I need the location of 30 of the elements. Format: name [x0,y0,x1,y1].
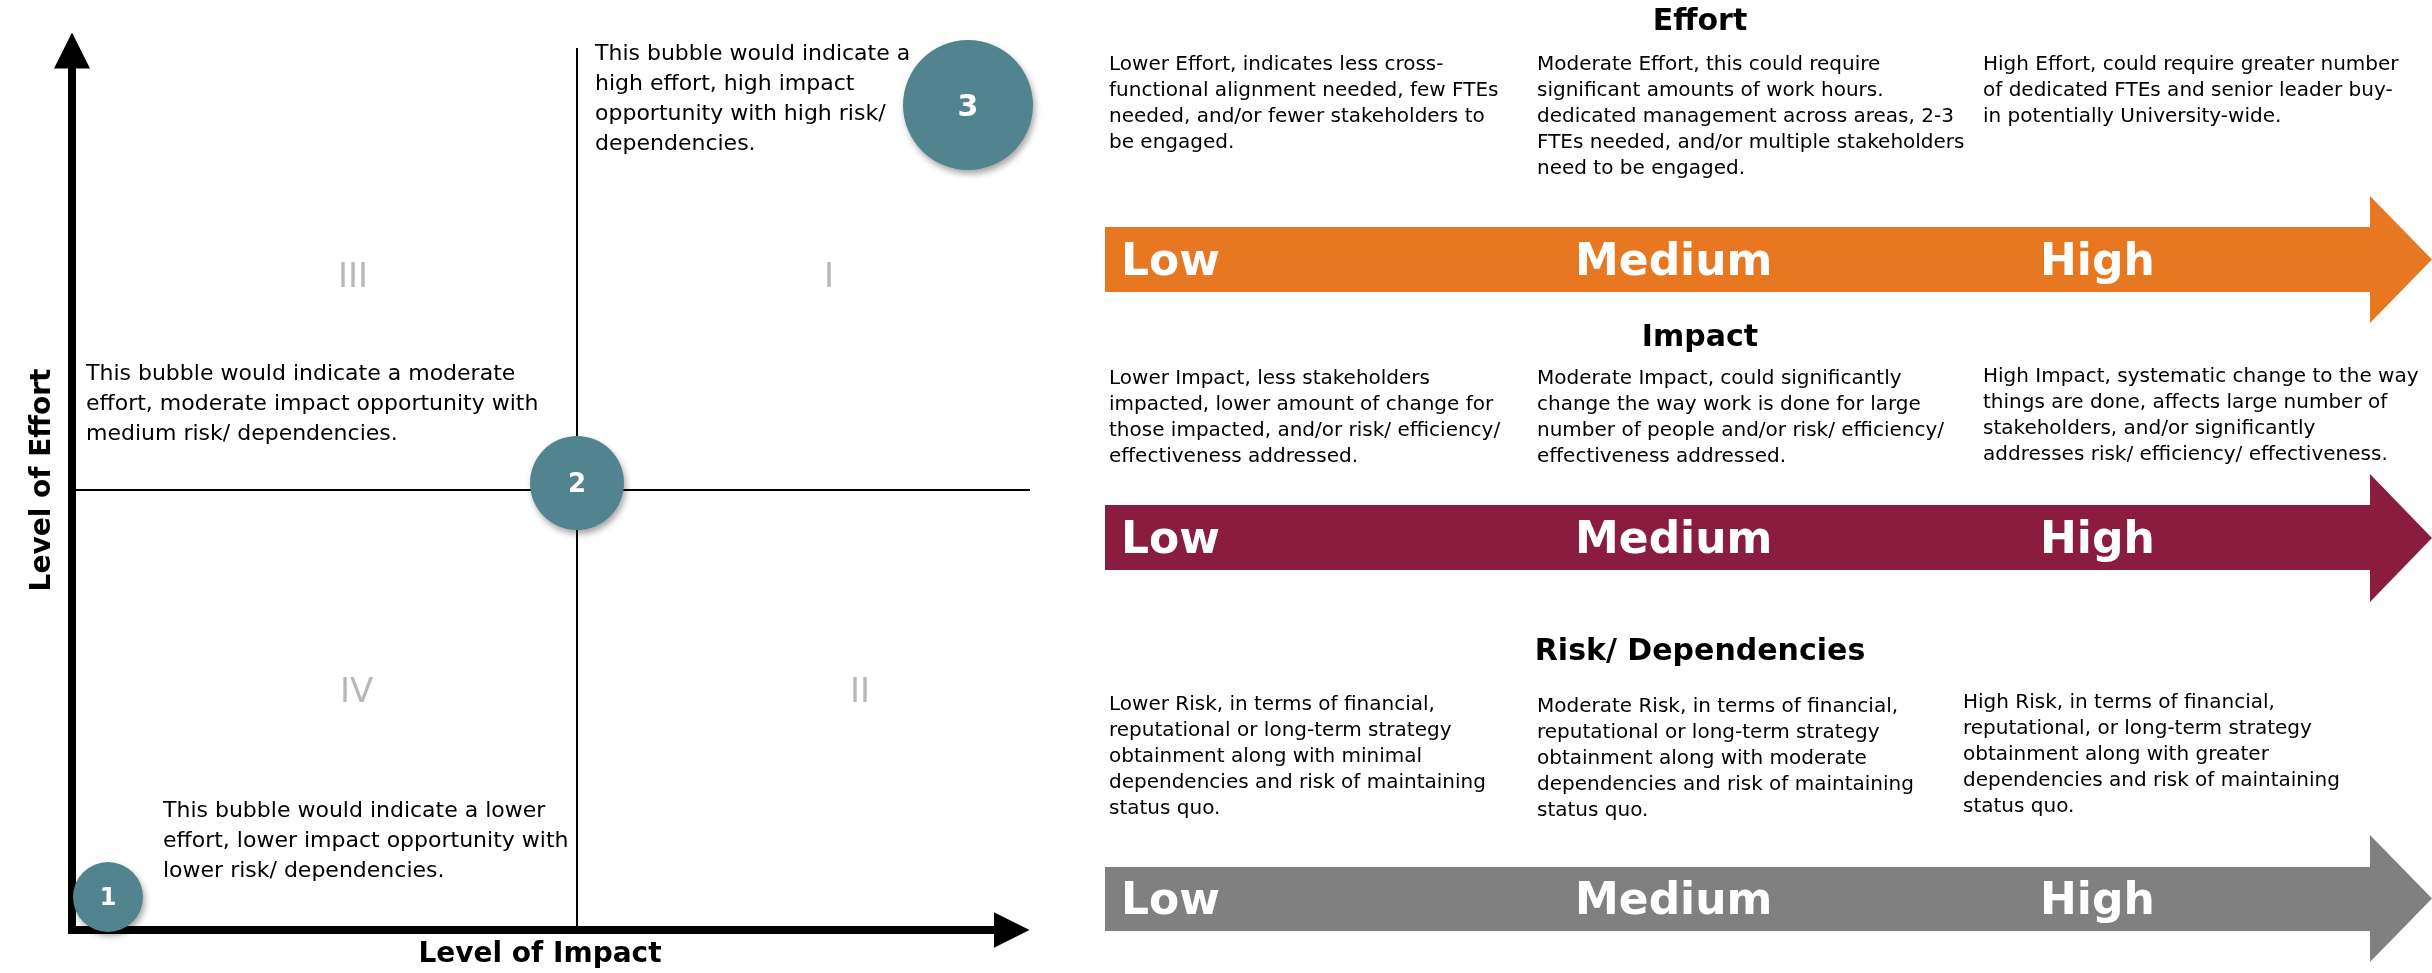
section-heading: Impact [1640,318,1760,353]
level-description: Moderate Effort, this could require significant amounts of work hours. dedicated management across areas, 2-3 FTEs needed, and/or multiple stakeholders need to be engaged. [1537,50,1966,180]
section-heading: Effort [1651,2,1749,37]
quadrant-numeral: I [824,255,835,295]
scale-level-text: High [2040,874,2155,924]
level-description: High Impact, systematic change to the way things are done, affects large number of stakeholders, and/or significantly addresses risk/ efficiency/ effectiveness. [1983,362,2420,466]
level-description: Lower Impact, less stakeholders impacted, lower amount of change for those impacted, and/or risk/ efficiency/ effectiveness addressed. [1109,364,1502,468]
level-description: Lower Risk, in terms of financial, reputational or long-term strategy obtainment along with minimal dependencies and risk of maintaining status quo. [1109,690,1487,820]
scale-level-text: Medium [1575,512,1773,563]
bubble-description: This bubble would indicate a lower effort, lower impact opportunity with lower risk/ dependencies. [163,796,570,884]
scale-level-text: Medium [1575,234,1773,285]
quadrant-numeral: IV [340,670,374,710]
scale-level-text: Low [1121,874,1220,924]
scale-level-text: Medium [1575,874,1773,924]
quadrant-numeral: II [850,670,871,710]
scale-level-text: High [2040,234,2155,285]
scale-level-text: High [2040,512,2155,563]
numbered-bubble: 1 [73,862,143,932]
level-description: Moderate Risk, in terms of financial, reputational or long-term strategy obtainment along with moderate dependencies and risk of maintaining status quo. [1537,692,1915,822]
section-heading: Risk/ Dependencies [1533,632,1867,667]
level-description: High Effort, could require greater number of dedicated FTEs and senior leader buy-in potentially University-wide. [1983,50,2400,128]
numbered-bubble: 2 [530,436,624,530]
scale-level-text: Low [1121,512,1220,563]
level-description: Moderate Impact, could significantly change the way work is done for large number of people and/or risk/ efficiency/ effectiveness addressed. [1537,364,1945,468]
quadrant-numeral: III [338,255,369,295]
axis-title: Level of Impact [418,936,662,969]
axis-title: Level of Effort [23,368,57,592]
level-description: Lower Effort, indicates less cross-functional alignment needed, few FTEs needed, and/or fewer stakeholders to be engaged. [1109,50,1500,154]
scale-level-text: Low [1121,234,1220,285]
level-description: High Risk, in terms of financial, reputational, or long-term strategy obtainment along with greater dependencies and risk of maintaining status quo. [1963,688,2341,818]
